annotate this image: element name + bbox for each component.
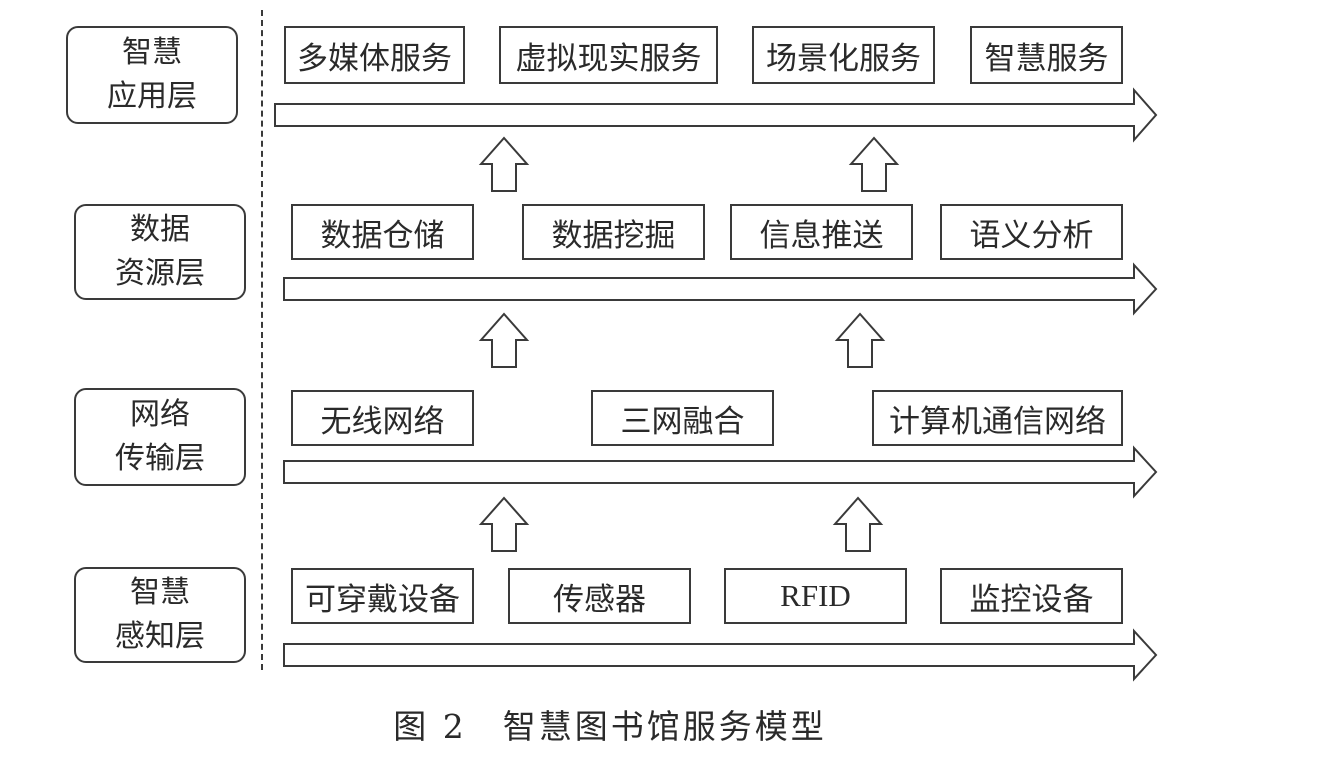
layer-label-network: 网络 传输层 <box>74 388 246 486</box>
service-box: 虚拟现实服务 <box>499 26 718 84</box>
up-arrow-icon <box>478 496 530 552</box>
service-box: 场景化服务 <box>752 26 935 84</box>
flow-arrow-right-icon <box>274 87 1158 143</box>
layer-label-line1: 智慧 <box>122 35 182 70</box>
up-arrow-icon <box>478 312 530 368</box>
resource-box: 数据挖掘 <box>522 204 705 260</box>
layer-label-line1: 网络 <box>130 397 190 432</box>
layer-label-perception: 智慧 感知层 <box>74 567 246 663</box>
up-arrow-icon <box>848 136 900 192</box>
resource-box: 数据仓储 <box>291 204 474 260</box>
device-box: RFID <box>724 568 907 624</box>
dashed-divider <box>261 10 263 670</box>
layer-label-line2: 应用层 <box>107 79 197 114</box>
network-box: 三网融合 <box>591 390 774 446</box>
device-box: 监控设备 <box>940 568 1123 624</box>
figure-caption: 图 2 智慧图书馆服务模型 <box>393 707 827 746</box>
flow-arrow-right-icon <box>283 628 1158 682</box>
service-box: 多媒体服务 <box>284 26 465 84</box>
layer-label-data-resource: 数据 资源层 <box>74 204 246 300</box>
device-box: 传感器 <box>508 568 691 624</box>
flow-arrow-right-icon <box>283 445 1158 499</box>
layer-label-line2: 资源层 <box>115 256 205 291</box>
layer-label-application: 智慧 应用层 <box>66 26 238 124</box>
flow-arrow-right-icon <box>283 262 1158 316</box>
up-arrow-icon <box>832 496 884 552</box>
service-box: 智慧服务 <box>970 26 1123 84</box>
device-box: 可穿戴设备 <box>291 568 474 624</box>
network-box: 无线网络 <box>291 390 474 446</box>
up-arrow-icon <box>478 136 530 192</box>
up-arrow-icon <box>834 312 886 368</box>
layer-label-line1: 智慧 <box>130 575 190 610</box>
layer-label-line2: 传输层 <box>115 441 205 476</box>
layer-label-line2: 感知层 <box>115 619 205 654</box>
layer-label-line1: 数据 <box>130 212 190 247</box>
resource-box: 信息推送 <box>730 204 913 260</box>
resource-box: 语义分析 <box>940 204 1123 260</box>
network-box: 计算机通信网络 <box>872 390 1123 446</box>
